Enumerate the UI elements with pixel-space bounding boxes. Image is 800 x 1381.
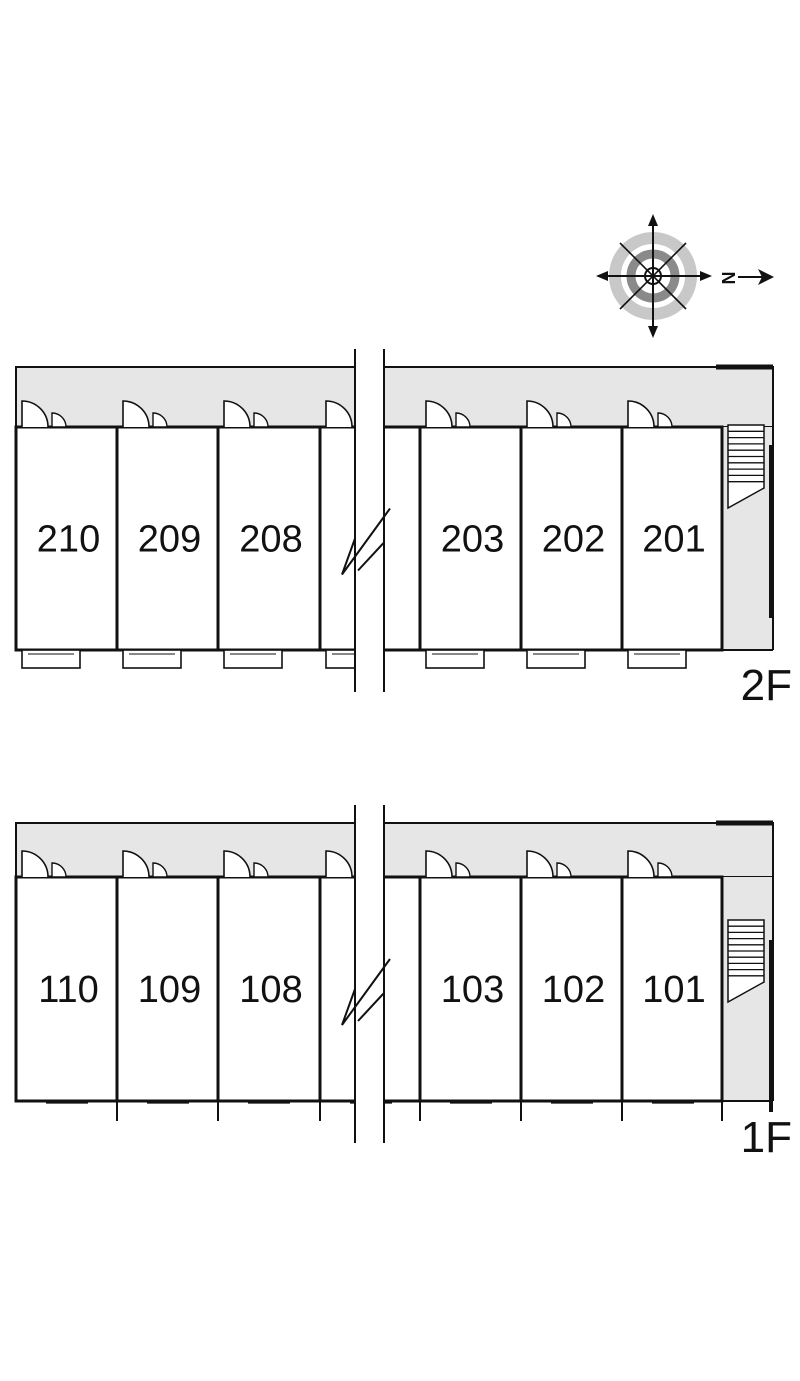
unit-103 bbox=[418, 875, 523, 1103]
floor-label: 2F bbox=[741, 661, 792, 710]
break-band bbox=[355, 805, 385, 1143]
entry-door-icon bbox=[21, 400, 49, 428]
compass-tip-right bbox=[700, 271, 712, 281]
unit-number-label: 201 bbox=[642, 519, 705, 561]
unit-109 bbox=[115, 875, 220, 1103]
closet-door-icon bbox=[253, 412, 269, 428]
unit-108 bbox=[216, 875, 322, 1103]
staircase bbox=[727, 424, 765, 510]
entry-door-icon bbox=[627, 850, 655, 878]
unit-203 bbox=[418, 425, 523, 652]
closet-door-icon bbox=[152, 862, 168, 878]
staircase-outline bbox=[727, 424, 765, 510]
floor-1f: 110 109 108 103 102 101 1F bbox=[14, 805, 792, 1162]
compass-tip-top bbox=[648, 214, 658, 226]
break-zigzag bbox=[357, 541, 385, 572]
closet-door-icon bbox=[51, 412, 67, 428]
balcony bbox=[122, 649, 182, 669]
closet-door-icon bbox=[455, 862, 471, 878]
entry-door-icon bbox=[526, 850, 554, 878]
compass-rose-icon: N bbox=[596, 214, 774, 338]
unit-number-label: 210 bbox=[37, 519, 100, 561]
closet-door-icon bbox=[152, 412, 168, 428]
entry-door-icon bbox=[425, 850, 453, 878]
unit-110 bbox=[14, 875, 119, 1103]
entry-door-icon bbox=[526, 400, 554, 428]
balcony bbox=[627, 649, 687, 669]
unit-number-label: 109 bbox=[138, 969, 201, 1011]
entry-door-icon bbox=[325, 850, 353, 878]
break-zigzag bbox=[341, 507, 391, 576]
unit-209 bbox=[115, 425, 220, 652]
closet-door-icon bbox=[455, 412, 471, 428]
balcony bbox=[425, 649, 485, 669]
entry-door-icon bbox=[223, 400, 251, 428]
balcony bbox=[526, 649, 586, 669]
north-arrow-head bbox=[758, 269, 774, 285]
balcony bbox=[223, 649, 283, 669]
unit-number-label: 208 bbox=[239, 519, 302, 561]
closet-door-icon bbox=[556, 412, 572, 428]
unit-102 bbox=[519, 875, 624, 1103]
entry-door-icon bbox=[425, 400, 453, 428]
compass-diagonal-2 bbox=[619, 242, 687, 310]
unit-number-label: 203 bbox=[441, 519, 504, 561]
unit-number-label: 108 bbox=[239, 969, 302, 1011]
unit-number-label: 209 bbox=[138, 519, 201, 561]
unit-number-label: 103 bbox=[441, 969, 504, 1011]
compass-north-letter: N bbox=[718, 272, 738, 285]
compass-tip-left bbox=[596, 271, 608, 281]
break-zigzag bbox=[341, 958, 391, 1026]
entry-door-icon bbox=[122, 400, 150, 428]
unit-number-label: 202 bbox=[542, 519, 605, 561]
compass-tip-bottom bbox=[648, 326, 658, 338]
break-zigzag bbox=[357, 992, 385, 1022]
entry-door-icon bbox=[627, 400, 655, 428]
floor-label: 1F bbox=[741, 1113, 792, 1162]
closet-door-icon bbox=[657, 862, 673, 878]
entry-door-icon bbox=[325, 400, 353, 428]
closet-door-icon bbox=[556, 862, 572, 878]
entry-door-icon bbox=[223, 850, 251, 878]
unit-number-label: 102 bbox=[542, 969, 605, 1011]
closet-door-icon bbox=[51, 862, 67, 878]
entry-door-icon bbox=[21, 850, 49, 878]
entry-door-icon bbox=[122, 850, 150, 878]
closet-door-icon bbox=[657, 412, 673, 428]
break-band bbox=[355, 349, 385, 692]
balcony bbox=[21, 649, 81, 669]
unit-201 bbox=[620, 425, 724, 652]
unit-number-label: 101 bbox=[642, 969, 705, 1011]
closet-door-icon bbox=[253, 862, 269, 878]
floor-2f: 210 209 208 203 202 201 2F bbox=[14, 349, 792, 710]
staircase bbox=[727, 919, 765, 1004]
unit-number-label: 110 bbox=[38, 969, 99, 1011]
staircase-outline bbox=[727, 919, 765, 1004]
unit-101 bbox=[620, 875, 724, 1103]
